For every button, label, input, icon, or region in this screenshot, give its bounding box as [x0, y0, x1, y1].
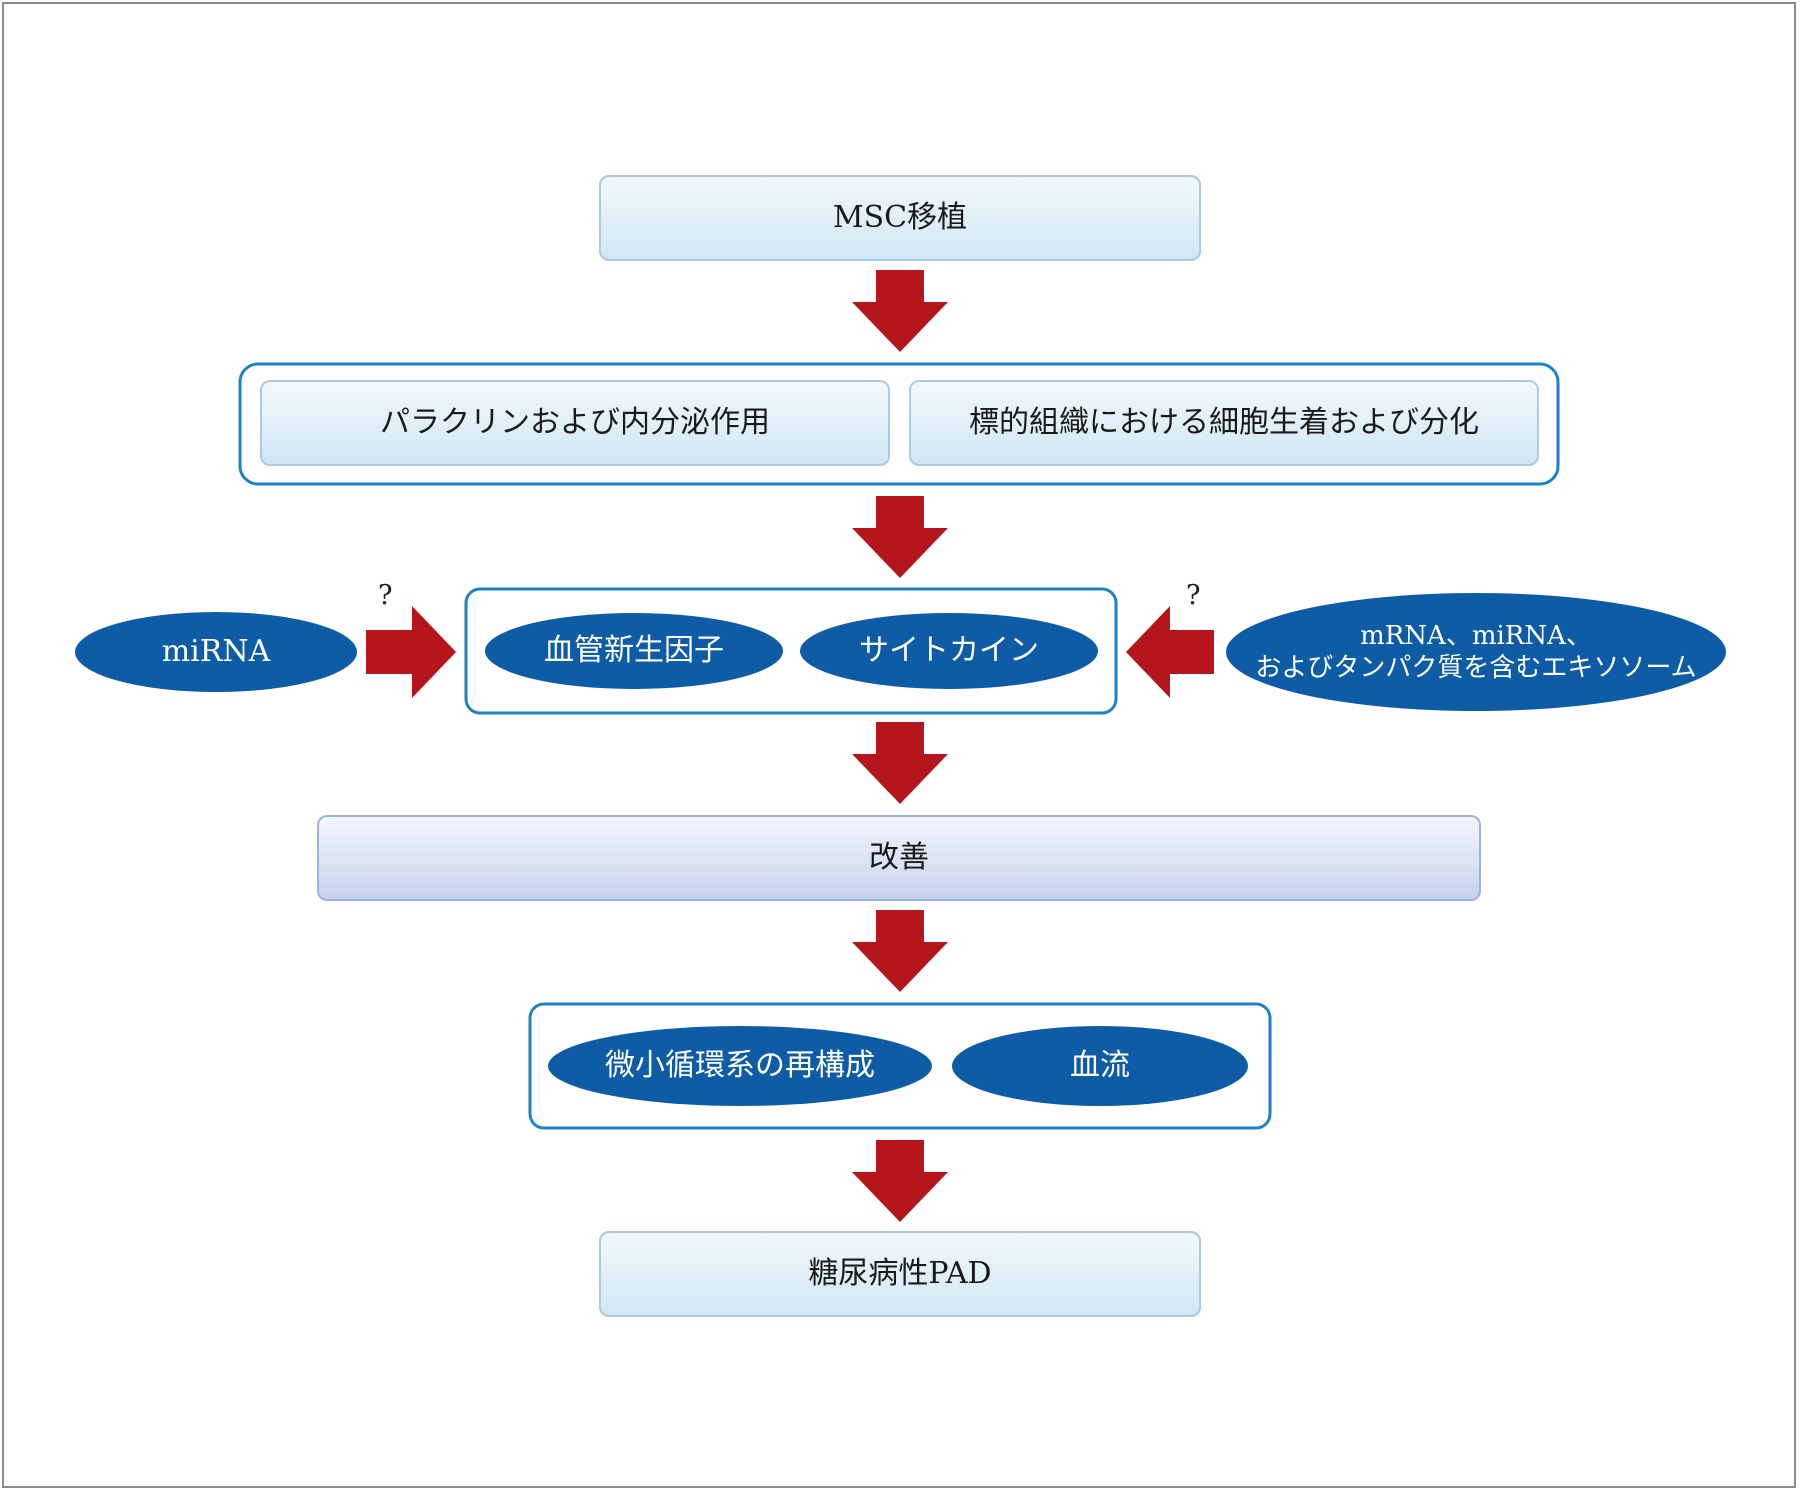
exosome-ellipse [1226, 593, 1726, 711]
msc-transplant-box [599, 175, 1201, 261]
angiogenic-factor-ellipse [485, 613, 783, 689]
down-arrow-1 [852, 270, 948, 352]
exosome-label-line2: およびタンパク質を含むエキソソーム [1255, 653, 1697, 683]
outcome-label: 糖尿病性PAD [808, 1256, 992, 1292]
paracrine-label: パラクリンおよび内分泌作用 [380, 405, 770, 441]
msc-transplant-label: MSC移植 [832, 200, 968, 236]
exosome-label-line1: mRNA、miRNA、 [1360, 620, 1592, 651]
blood-flow-label: 血流 [1070, 1048, 1130, 1084]
down-arrow-5 [852, 1140, 948, 1222]
angiogenic-factor-label: 血管新生因子 [544, 633, 724, 669]
mirna-ellipse [75, 612, 357, 692]
blood-flow-ellipse [952, 1026, 1248, 1106]
mirna-label: miRNA [161, 634, 271, 670]
exosome-label: mRNA、miRNA、 およびタンパク質を含むエキソソーム [1226, 610, 1726, 694]
paracrine-box [260, 380, 890, 466]
improvement-box [317, 815, 1481, 901]
down-arrow-3 [852, 722, 948, 804]
down-arrow-2 [852, 496, 948, 578]
left-arrow-right-side [1126, 606, 1214, 698]
down-arrow-4 [852, 910, 948, 992]
improvement-label: 改善 [869, 840, 929, 876]
outcome-box [599, 1231, 1201, 1317]
right-arrow-left-side [366, 606, 456, 698]
microcirculation-ellipse [548, 1026, 932, 1106]
engraftment-box [909, 380, 1539, 466]
cytokine-ellipse [800, 613, 1098, 689]
cytokine-label: サイトカイン [859, 633, 1039, 669]
left-question-mark: ? [378, 580, 393, 611]
right-question-mark: ? [1186, 580, 1201, 611]
microcirculation-label: 微小循環系の再構成 [605, 1048, 875, 1084]
engraftment-label: 標的組織における細胞生着および分化 [969, 405, 1479, 441]
